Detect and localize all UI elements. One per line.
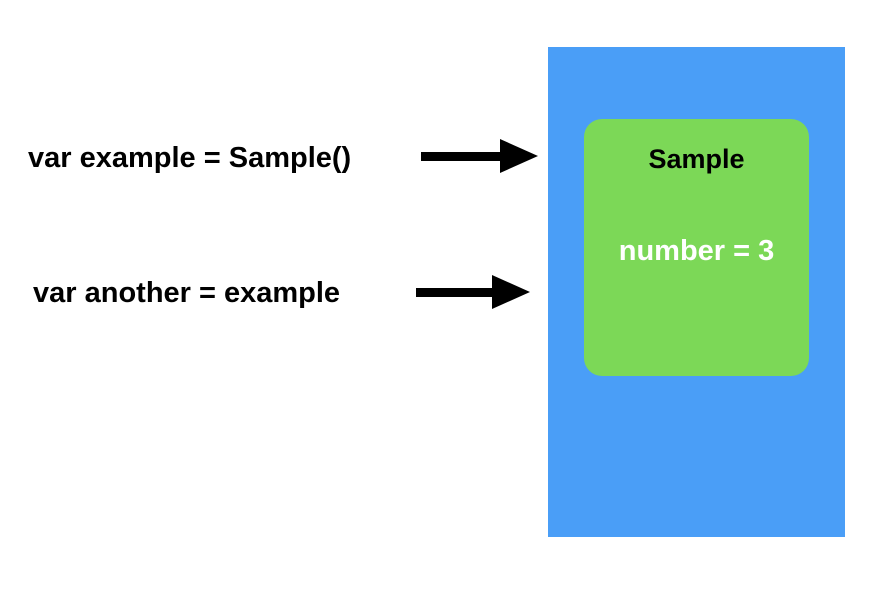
code-label-var-another: var another = example bbox=[33, 277, 341, 309]
arrow-shaft bbox=[416, 287, 492, 297]
arrow-head bbox=[500, 139, 538, 173]
arrow-right-icon bbox=[416, 275, 530, 309]
arrow-shaft bbox=[421, 151, 500, 161]
memory-region-box: Sample number = 3 bbox=[548, 47, 845, 537]
arrow-head bbox=[492, 275, 530, 309]
object-instance-box: Sample number = 3 bbox=[584, 119, 809, 376]
code-label-var-example: var example = Sample() bbox=[28, 142, 352, 174]
object-class-name: Sample bbox=[648, 144, 745, 174]
object-property-value: number = 3 bbox=[618, 235, 775, 267]
arrow-right-icon bbox=[421, 139, 538, 173]
